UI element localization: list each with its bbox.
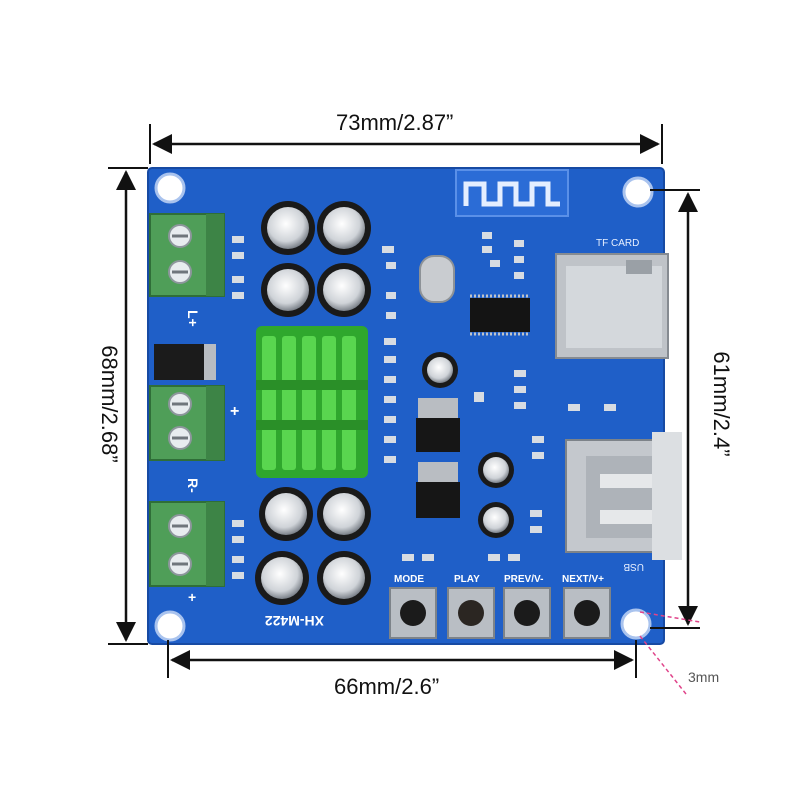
capacitor (259, 487, 313, 541)
pcb-board: L+ + R- + (147, 167, 682, 645)
capacitor (422, 352, 458, 388)
label-power-plus: + (230, 403, 239, 420)
usb-port (565, 432, 682, 560)
capacitor (261, 263, 315, 317)
crystal-oscillator (419, 255, 455, 303)
capacitor (317, 201, 371, 255)
smd-components (232, 232, 616, 579)
button-play[interactable]: PLAY (447, 574, 495, 639)
dimension-bottom-width: 66mm/2.6” (167, 640, 637, 699)
label-mode: MODE (394, 574, 424, 585)
hole-size-marker: 3mm (639, 611, 719, 695)
dimension-right-height: 61mm/2.4” (650, 189, 734, 629)
dimension-top-width-label: 73mm/2.87” (336, 110, 453, 135)
mounting-hole-bottom-left (154, 610, 186, 642)
capacitor (317, 487, 371, 541)
tf-card-slot (555, 253, 669, 359)
diode (154, 344, 216, 380)
board-model-label: XH-M422 (265, 613, 324, 629)
dimension-left-height-label: 68mm/2.68” (97, 345, 122, 462)
voltage-regulator (416, 462, 460, 518)
mounting-hole-bottom-right (620, 608, 652, 640)
hole-size-label: 3mm (688, 669, 719, 685)
mounting-hole-top-left (154, 172, 186, 204)
decoder-chip (470, 294, 530, 336)
capacitor (478, 452, 514, 488)
label-prev: PREV/V- (504, 574, 543, 585)
label-right-minus: R- (185, 478, 201, 493)
label-plus-bottom: + (188, 589, 196, 605)
capacitor (317, 263, 371, 317)
dimension-bottom-width-label: 66mm/2.6” (334, 674, 439, 699)
antenna-trace (455, 169, 569, 217)
heatsink (256, 326, 368, 478)
button-next[interactable]: NEXT/V+ (562, 574, 611, 639)
label-tf-card: TF CARD (596, 238, 639, 249)
capacitor (317, 551, 371, 605)
label-left-plus: L+ (185, 310, 201, 327)
capacitor (478, 502, 514, 538)
terminal-block-left (149, 213, 225, 297)
label-usb: USB (623, 561, 644, 572)
label-next: NEXT/V+ (562, 574, 604, 585)
capacitor (255, 551, 309, 605)
voltage-regulator (416, 398, 460, 452)
button-prev[interactable]: PREV/V- (503, 574, 551, 639)
capacitor (261, 201, 315, 255)
terminal-block-power (149, 385, 225, 461)
dimension-right-height-label: 61mm/2.4” (709, 351, 734, 456)
mounting-hole-top-right (622, 176, 654, 208)
label-play: PLAY (454, 574, 480, 585)
dimension-top-width: 73mm/2.87” (149, 110, 663, 164)
button-mode[interactable]: MODE (389, 574, 437, 639)
dimension-left-height: 68mm/2.68” (97, 167, 148, 645)
terminal-block-right (149, 501, 225, 587)
